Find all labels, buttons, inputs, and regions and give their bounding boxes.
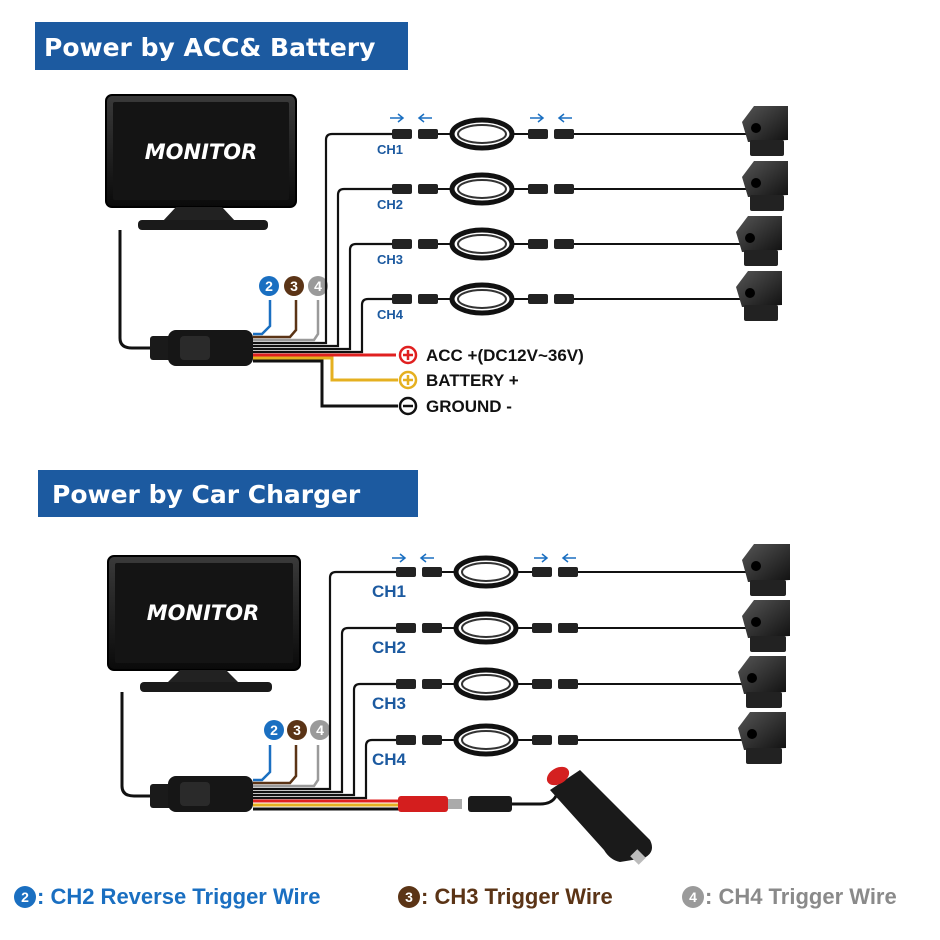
connector-charger-plug (150, 784, 172, 808)
channel-row-ch2-acc: CH2 (377, 172, 748, 212)
power-label-acc: ACC +(DC12V~36V) (398, 345, 584, 365)
trigger-wire-ch3-acc (253, 300, 298, 339)
legend-text-ch3: : CH3 Trigger Wire (421, 884, 613, 909)
badge-ch2-charger: 2 (264, 720, 284, 740)
legend-item-ch4: 4 : CH4 Trigger Wire (682, 884, 897, 910)
monitor-acc: MONITOR (105, 94, 297, 230)
legend-badge-ch2: 2 (14, 886, 36, 908)
svg-text:CH3: CH3 (377, 252, 403, 267)
channel-row-ch3-acc: CH3 (377, 227, 740, 267)
monitor-charger: MONITOR (107, 555, 301, 692)
svg-text:2: 2 (265, 278, 273, 294)
svg-text:CH4: CH4 (377, 307, 404, 322)
section-acc-header (35, 22, 408, 70)
svg-text:CH1: CH1 (377, 142, 403, 157)
badge-ch3-acc: 3 (284, 276, 304, 296)
svg-text:CH1: CH1 (372, 582, 406, 601)
svg-text:3: 3 (293, 722, 301, 738)
svg-text:BATTERY +: BATTERY + (426, 371, 519, 390)
camera-icon (742, 544, 790, 596)
monitor-charger-cable (120, 692, 168, 798)
badge-ch2-acc: 2 (259, 276, 279, 296)
section-car-charger: Power by Car Charger MONITOR 2 3 4 (38, 470, 790, 865)
channel-row-ch4-charger: CH4 (372, 723, 742, 769)
badge-ch3-charger: 3 (287, 720, 307, 740)
badge-ch4-charger: 4 (310, 720, 330, 740)
camera-icon (742, 600, 790, 652)
camera-icon (742, 161, 788, 211)
camera-icon (742, 106, 788, 156)
camera-icon (736, 216, 782, 266)
car-charger-plug (546, 766, 652, 865)
feed-wire-ch1-acc (253, 132, 392, 345)
section-acc-battery: Power by ACC& Battery MONITOR 2 3 (35, 22, 788, 416)
feed-wire-ch2-acc (253, 187, 392, 348)
feed-wire-ch3-acc (253, 242, 392, 351)
section-charger-header (38, 470, 418, 517)
svg-text:4: 4 (316, 722, 324, 738)
trigger-wire-ch2-acc (253, 300, 272, 336)
trigger-wire-ch2-charger (253, 745, 272, 782)
svg-text:CH2: CH2 (372, 638, 406, 657)
svg-text:4: 4 (314, 278, 322, 294)
svg-text:GROUND -: GROUND - (426, 397, 512, 416)
legend-badge-ch4: 4 (682, 886, 704, 908)
camera-icon (738, 712, 786, 764)
feed-wire-ch4-acc (253, 297, 392, 354)
svg-text:CH4: CH4 (372, 750, 407, 769)
trigger-wire-ch4-charger (253, 745, 320, 788)
channel-row-ch4-acc: CH4 (377, 282, 740, 322)
trigger-wire-ch3-charger (253, 745, 298, 785)
channel-row-ch2-charger: CH2 (372, 611, 748, 657)
power-wire-ground (253, 359, 398, 408)
monitor-charger-label: MONITOR (147, 601, 260, 625)
legend: 2 : CH2 Reverse Trigger Wire 3 : CH3 Tri… (0, 884, 940, 918)
svg-text:2: 2 (270, 722, 278, 738)
legend-badge-ch3: 3 (398, 886, 420, 908)
feed-wire-ch3-charger (253, 682, 396, 797)
feed-wire-ch4-charger (253, 738, 396, 800)
trigger-wire-ch4-acc (253, 300, 320, 342)
feed-wire-ch2-charger (253, 626, 396, 794)
channel-row-ch1-charger: CH1 (372, 555, 748, 601)
monitor-acc-label: MONITOR (145, 140, 258, 164)
feed-wire-ch1-charger (253, 570, 396, 791)
legend-item-ch3: 3 : CH3 Trigger Wire (398, 884, 613, 910)
connector-acc-plug (150, 336, 172, 360)
dc-plug (398, 795, 558, 812)
legend-text-ch4: : CH4 Trigger Wire (705, 884, 897, 909)
section-acc-title: Power by ACC& Battery (44, 33, 375, 62)
connect-arrows-acc (390, 113, 572, 123)
channel-row-ch1-acc: CH1 (377, 117, 748, 157)
legend-text-ch2: : CH2 Reverse Trigger Wire (37, 884, 321, 909)
connect-arrows-charger (392, 553, 576, 563)
power-label-ground: GROUND - (398, 396, 512, 416)
camera-icon (736, 271, 782, 321)
section-charger-title: Power by Car Charger (52, 480, 361, 509)
svg-text:ACC +(DC12V~36V): ACC +(DC12V~36V) (426, 346, 584, 365)
power-label-battery: BATTERY + (398, 370, 519, 390)
channel-row-ch3-charger: CH3 (372, 667, 742, 713)
legend-item-ch2: 2 : CH2 Reverse Trigger Wire (14, 884, 320, 910)
power-wire-battery (253, 356, 398, 382)
svg-text:CH2: CH2 (377, 197, 403, 212)
monitor-acc-cable (118, 230, 168, 350)
wiring-diagram: Power by ACC& Battery MONITOR 2 3 (35, 22, 790, 865)
camera-icon (738, 656, 786, 708)
badge-ch4-acc: 4 (308, 276, 328, 296)
svg-text:CH3: CH3 (372, 694, 406, 713)
svg-text:3: 3 (290, 278, 298, 294)
